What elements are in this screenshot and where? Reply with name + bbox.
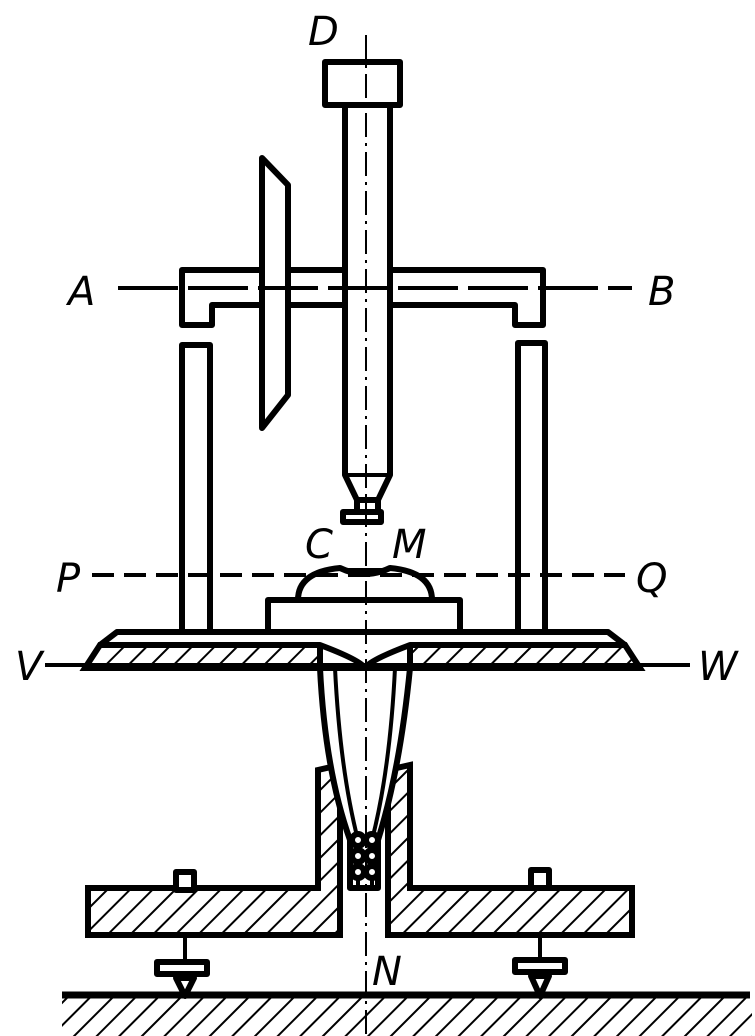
leveling-screw-left (154, 869, 210, 999)
label-C: C (305, 522, 333, 568)
label-Q: Q (636, 556, 667, 602)
plunger-shaft (322, 59, 403, 525)
label-M: M (392, 522, 427, 568)
leveling-screw-right (512, 867, 568, 999)
slanted-blade (259, 155, 291, 431)
label-B: B (648, 269, 675, 315)
main-plate (79, 629, 646, 671)
label-D: D (308, 9, 339, 55)
ground-base (62, 991, 752, 1036)
post-left (179, 342, 213, 635)
label-W: W (698, 644, 739, 690)
label-N: N (372, 949, 402, 995)
post-right (515, 340, 548, 635)
label-P: P (56, 556, 81, 602)
lens-stage (265, 597, 463, 635)
label-A: A (65, 269, 95, 315)
spring-coil (349, 831, 381, 881)
label-V: V (15, 644, 45, 690)
